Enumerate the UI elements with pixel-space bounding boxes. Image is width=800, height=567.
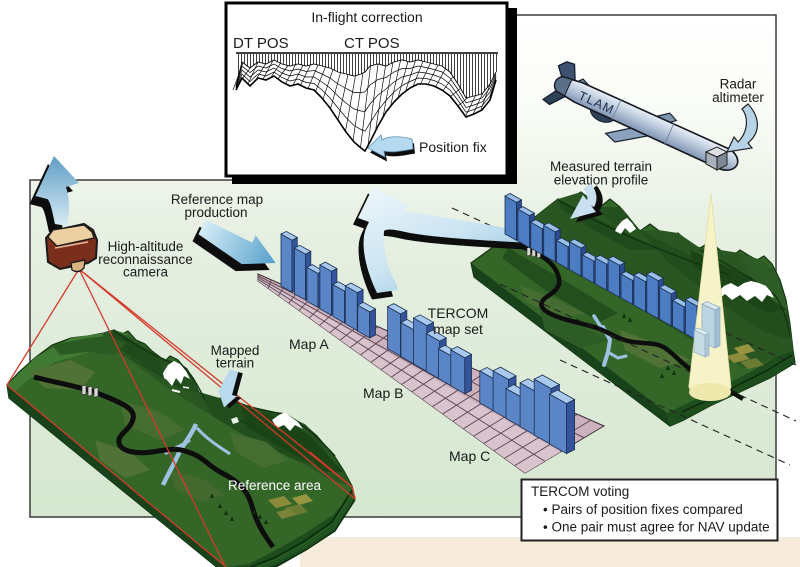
svg-text:terrain: terrain: [216, 356, 254, 371]
svg-text:High-altitude: High-altitude: [108, 239, 184, 254]
svg-text:Reference area: Reference area: [228, 478, 322, 493]
svg-text:TERCOM: TERCOM: [428, 305, 489, 321]
svg-text:Measured terrain: Measured terrain: [550, 159, 652, 174]
svg-text:camera: camera: [123, 265, 169, 280]
svg-text:reconnaissance: reconnaissance: [98, 252, 193, 267]
svg-text:Position fix: Position fix: [419, 139, 487, 155]
svg-text:Map B: Map B: [363, 385, 403, 401]
svg-text:In-flight correction: In-flight correction: [311, 9, 422, 25]
svg-text:Map A: Map A: [289, 336, 329, 352]
svg-text:Mapped: Mapped: [211, 343, 260, 358]
svg-text:production: production: [184, 205, 247, 220]
svg-text:elevation profile: elevation profile: [554, 173, 649, 188]
svg-text:Map C: Map C: [449, 448, 490, 464]
svg-text:map set: map set: [433, 321, 483, 337]
svg-text:TERCOM voting: TERCOM voting: [531, 484, 629, 499]
svg-text:• Pairs of position fixes comp: • Pairs of position fixes compared: [543, 502, 743, 517]
svg-text:Radar: Radar: [720, 77, 757, 92]
svg-text:altimeter: altimeter: [712, 90, 764, 105]
svg-text:CT POS: CT POS: [344, 35, 400, 52]
svg-text:DT POS: DT POS: [233, 35, 289, 52]
svg-text:Reference map: Reference map: [171, 192, 263, 207]
svg-text:• One pair must agree for NAV: • One pair must agree for NAV update: [543, 520, 770, 535]
